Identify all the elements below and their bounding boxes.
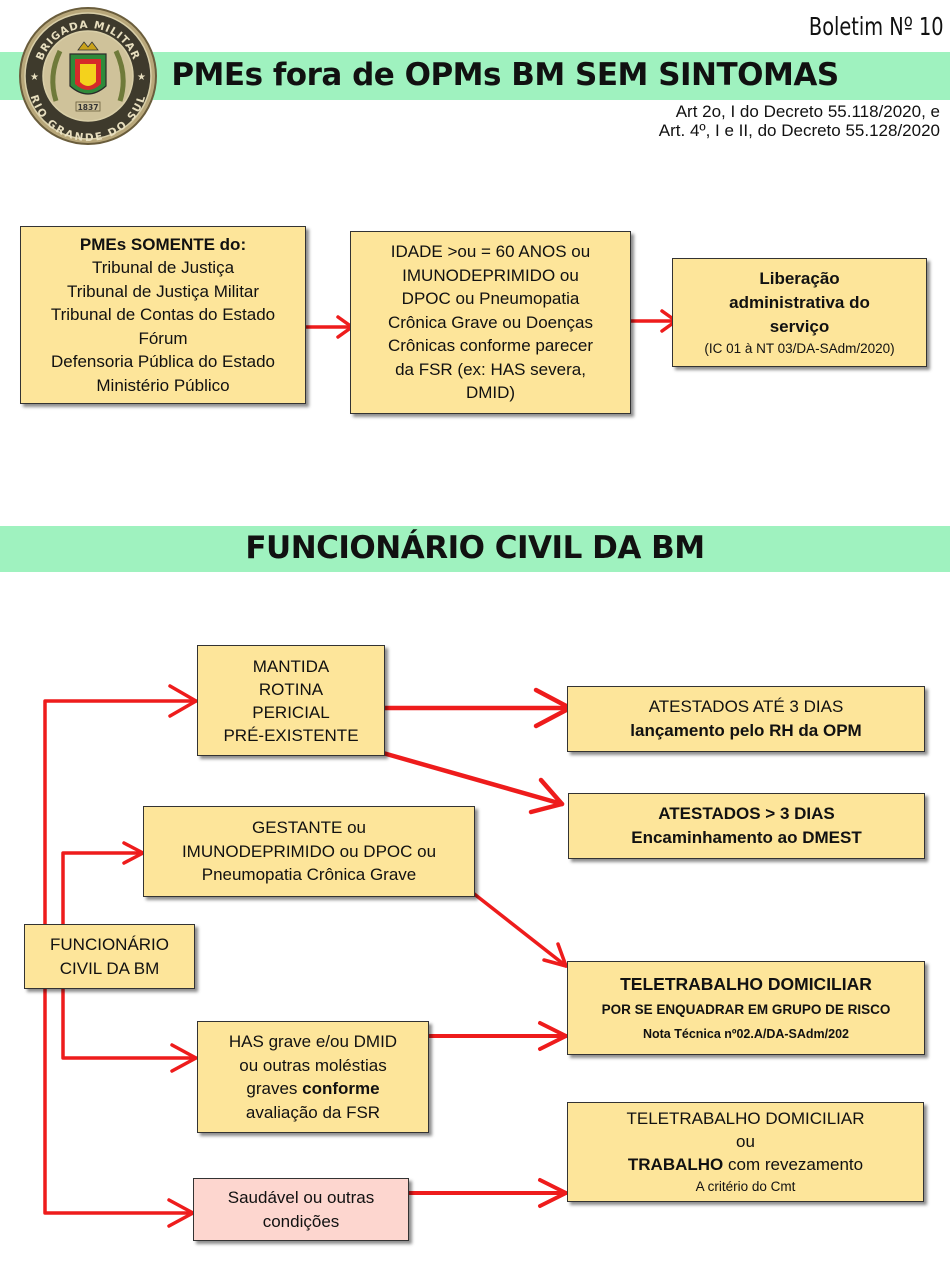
box-pmes-somente: PMEs SOMENTE do: Tribunal de Justiça Tri…	[20, 226, 306, 404]
box-idade-line-1: IDADE >ou = 60 ANOS ou	[390, 242, 591, 262]
box-atestados3-line-1: ATESTADOS ATÉ 3 DIAS	[648, 697, 844, 716]
legal-reference-line-2: Art. 4º, I e II, do Decreto 55.128/2020	[658, 121, 940, 140]
box-pmes-heading: PMEs SOMENTE do:	[79, 234, 247, 254]
page-title: PMEs fora de OPMs BM SEM SINTOMAS	[171, 57, 839, 93]
box-atestados-mais-3-dias: ATESTADOS > 3 DIAS Encaminhamento ao DME…	[568, 793, 925, 859]
arrow-func-to-saudavel	[43, 987, 195, 1215]
box-idade-line-7: DMID)	[465, 383, 516, 403]
box-has-line-1: HAS grave e/ou DMID	[228, 1032, 398, 1051]
box-has-line-3: graves conforme	[246, 1077, 379, 1101]
box-funcionario-line-2: CIVIL DA BM	[59, 958, 160, 978]
box-has-grave-dmid: HAS grave e/ou DMID ou outras moléstias …	[197, 1021, 429, 1133]
legal-reference-line-1: Art 2o, I do Decreto 55.118/2020, e	[675, 102, 940, 121]
box-liberacao-line-1: Liberação	[759, 268, 840, 288]
box-teletrabalho-rev-line-2: ou	[736, 1131, 755, 1151]
box-pmes-line-1: Tribunal de Justiça	[91, 258, 235, 278]
box-saudavel-line-2: condições	[262, 1211, 340, 1231]
box-liberacao-administrativa: Liberação administrativa do serviço (IC …	[672, 258, 927, 367]
arrow-func-to-mantida	[43, 699, 198, 926]
box-mantida-line-4: PRÉ-EXISTENTE	[223, 725, 359, 745]
box-teletrabalho-rev-line-3: TRABALHO com revezamento	[628, 1153, 863, 1176]
box-pmes-line-6: Ministério Público	[96, 375, 230, 395]
box-has-line-3-normal: graves	[246, 1079, 303, 1098]
box-liberacao-line-3: serviço	[769, 316, 830, 336]
svg-text:★: ★	[137, 72, 146, 83]
arrow-func-to-has	[61, 987, 198, 1060]
box-teletrabalho-note: Nota Técnica nº02.A/DA-SAdm/202	[642, 1027, 849, 1041]
box-teletrabalho-rev-line-1: TELETRABALHO DOMICILIAR	[626, 1108, 865, 1128]
box-pmes-line-3: Tribunal de Contas do Estado	[50, 305, 276, 325]
box-pmes-line-2: Tribunal de Justiça Militar	[66, 281, 260, 301]
box-teletrabalho-rev-note: A critério do Cmt	[695, 1178, 796, 1194]
box-has-line-3-bold: conforme	[302, 1079, 380, 1098]
box-atestados-mais3-line-1: ATESTADOS > 3 DIAS	[658, 804, 835, 823]
box-pmes-line-5: Defensoria Pública do Estado	[51, 352, 275, 372]
box-idade-line-4: Crônica Grave ou Doenças	[387, 312, 594, 332]
box-funcionario-line-1: FUNCIONÁRIO	[50, 934, 169, 954]
title-band-2	[0, 526, 950, 572]
brigada-militar-seal-logo: BRIGADA MILITAR RIO GRANDE DO SUL ★ ★ 18…	[19, 7, 157, 145]
box-teletrabalho-revezamento: TELETRABALHO DOMICILIAR ou TRABALHO com …	[567, 1102, 924, 1202]
box-teletrabalho-title: TELETRABALHO DOMICILIAR	[620, 974, 872, 994]
box-mantida-line-2: ROTINA	[258, 679, 324, 699]
box-idade-line-5: Crônicas conforme parecer	[387, 336, 594, 356]
box-atestados3-line-2: lançamento pelo RH da OPM	[630, 721, 862, 740]
box-liberacao-line-2: administrativa do	[729, 292, 870, 312]
title-band-1	[0, 52, 950, 100]
arrow-gestante-to-teletrabalho	[471, 891, 568, 968]
box-mantida-line-1: MANTIDA	[252, 656, 330, 676]
box-atestados-ate-3-dias: ATESTADOS ATÉ 3 DIAS lançamento pelo RH …	[567, 686, 925, 752]
box-has-line-4: avaliação da FSR	[245, 1102, 381, 1122]
box-funcionario-civil: FUNCIONÁRIO CIVIL DA BM	[24, 924, 195, 989]
box-gestante-imunodeprimido: GESTANTE ou IMUNODEPRIMIDO ou DPOC ou Pn…	[143, 806, 475, 897]
box-pmes-line-4: Fórum	[138, 328, 188, 348]
box-liberacao-note: (IC 01 à NT 03/DA-SAdm/2020)	[704, 340, 895, 356]
box-idade-line-2: IMUNODEPRIMIDO ou	[402, 265, 579, 285]
box-teletrabalho-rev-line-3-normal: com revezamento	[723, 1154, 864, 1174]
box-gestante-line-3: Pneumopatia Crônica Grave	[201, 865, 417, 885]
box-teletrabalho-rev-line-3-bold: TRABALHO	[627, 1154, 724, 1174]
box-gestante-line-1: GESTANTE ou	[252, 818, 366, 838]
box-teletrabalho-grupo-risco: TELETRABALHO DOMICILIAR POR SE ENQUADRAR…	[567, 961, 925, 1055]
box-idade-line-3: DPOC ou Pneumopatia	[401, 289, 580, 309]
svg-text:★: ★	[30, 72, 39, 83]
box-has-line-2: ou outras moléstias	[239, 1055, 387, 1075]
bulletin-number: Boletim Nº 10	[809, 12, 944, 41]
box-atestados-mais3-line-2: Encaminhamento ao DMEST	[631, 828, 862, 847]
section-title-funcionario-civil: FUNCIONÁRIO CIVIL DA BM	[245, 530, 705, 566]
box-idade-line-6: da FSR (ex: HAS severa,	[395, 359, 586, 379]
arrow-func-to-gestante	[61, 851, 145, 926]
box-idade-grupo-risco: IDADE >ou = 60 ANOS ou IMUNODEPRIMIDO ou…	[350, 231, 631, 414]
seal-year: 1837	[78, 103, 99, 112]
box-saudavel-outras-condicoes: Saudável ou outras condições	[193, 1178, 409, 1241]
arrow-mantida-to-atestados-mais3	[380, 750, 565, 807]
box-mantida-line-3: PERICIAL	[252, 702, 330, 722]
box-teletrabalho-subtitle: POR SE ENQUADRAR EM GRUPO DE RISCO	[601, 1002, 891, 1017]
legal-reference: Art 2o, I do Decreto 55.118/2020, e Art.…	[659, 102, 940, 140]
box-mantida-rotina-pericial: MANTIDA ROTINA PERICIAL PRÉ-EXISTENTE	[197, 645, 385, 756]
box-saudavel-line-1: Saudável ou outras	[227, 1187, 375, 1207]
box-gestante-line-2: IMUNODEPRIMIDO ou DPOC ou	[181, 841, 437, 861]
